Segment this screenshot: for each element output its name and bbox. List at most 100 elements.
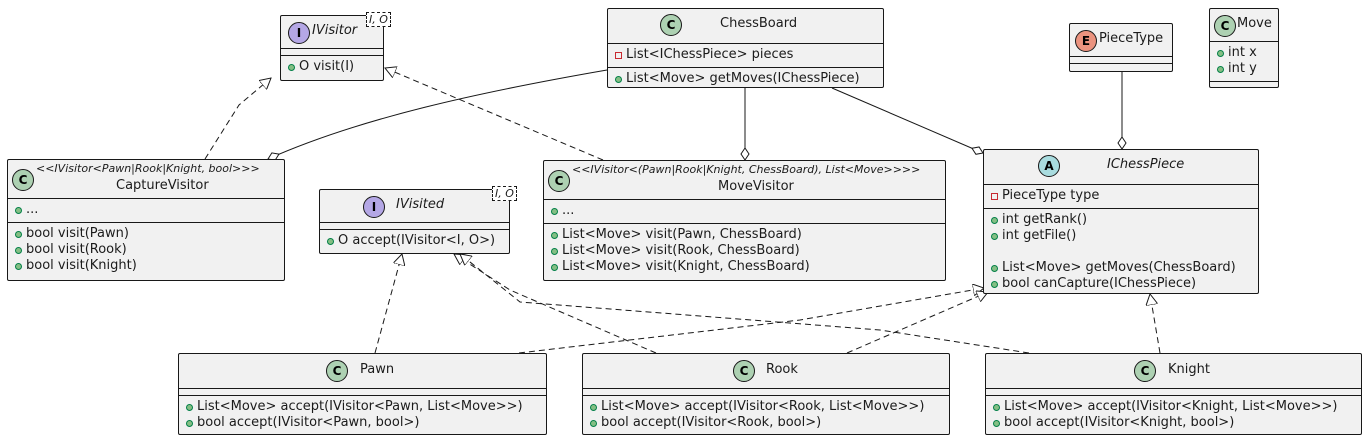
- public-visibility-icon: [551, 264, 558, 271]
- private-visibility-icon: [615, 52, 622, 59]
- spacer-row: [990, 244, 1258, 260]
- public-visibility-icon: [15, 247, 22, 254]
- class-knight: C Knight List<Move> accept(IVisitor<Knig…: [985, 353, 1362, 435]
- method-row: List<Move> visit(Knight, ChessBoard): [550, 259, 945, 275]
- method-row: List<Move> getMoves(ChessBoard): [990, 260, 1258, 276]
- public-visibility-icon: [615, 76, 622, 83]
- class-name: MoveVisitor: [718, 179, 794, 194]
- method-text: List<Move> accept(IVisitor<Pawn, List<Mo…: [197, 399, 523, 414]
- stereotype-label: <<IVisitor<(Pawn|Rook|Knight, ChessBoard…: [572, 163, 921, 176]
- field-text: int y: [1228, 61, 1257, 76]
- type-params: I, O: [492, 186, 517, 201]
- method-compartment: O visit(I): [281, 55, 383, 79]
- method-text: List<Move> getMoves(ChessBoard): [1002, 260, 1236, 275]
- class-name: CaptureVisitor: [116, 178, 209, 193]
- method-compartment: List<Move> accept(IVisitor<Rook, List<Mo…: [583, 395, 949, 435]
- method-row: bool visit(Knight): [14, 258, 284, 274]
- interface-ivisited: I IVisited I, O O accept(IVisitor<I, O>): [319, 186, 517, 254]
- stereotype-label: <<IVisitor<Pawn|Rook|Knight, bool>>>: [36, 162, 260, 175]
- method-compartment: int getRank() int getFile() List<Move> g…: [984, 208, 1258, 296]
- enum-badge-icon: E: [1075, 30, 1097, 52]
- method-compartment: List<Move> accept(IVisitor<Pawn, List<Mo…: [179, 395, 546, 435]
- class-name: PieceType: [1099, 31, 1164, 46]
- edge-rook-ivisited: [454, 254, 657, 354]
- type-params: I, O: [366, 12, 391, 27]
- field-text: int x: [1228, 45, 1257, 60]
- field-compartment: [1070, 56, 1172, 63]
- class-pawn: C Pawn List<Move> accept(IVisitor<Pawn, …: [178, 353, 547, 435]
- method-text: List<Move> visit(Pawn, ChessBoard): [562, 227, 802, 242]
- method-compartment: List<Move> getMoves(IChessPiece): [608, 67, 883, 91]
- abstract-badge-icon: A: [1038, 155, 1060, 177]
- method-text: bool visit(Knight): [26, 258, 137, 273]
- method-row: bool visit(Pawn): [14, 226, 284, 242]
- class-badge-icon: C: [1134, 360, 1156, 382]
- field-row: List<IChessPiece> pieces: [614, 47, 883, 63]
- class-move: C Move int x int y: [1209, 8, 1279, 88]
- class-name: IChessPiece: [1107, 157, 1185, 172]
- private-visibility-icon: [991, 193, 998, 200]
- public-visibility-icon: [991, 233, 998, 240]
- method-text: bool accept(IVisitor<Knight, bool>): [1004, 415, 1235, 430]
- class-name: ChessBoard: [720, 16, 798, 31]
- method-row: List<Move> accept(IVisitor<Pawn, List<Mo…: [185, 399, 546, 415]
- method-text: bool visit(Rook): [26, 242, 127, 257]
- public-visibility-icon: [1217, 50, 1224, 57]
- class-chessboard: C ChessBoard List<IChessPiece> pieces Li…: [607, 8, 884, 88]
- method-row: int getFile(): [990, 228, 1258, 244]
- public-visibility-icon: [991, 217, 998, 224]
- edge-pawn-ichesspiece: [518, 288, 984, 354]
- public-visibility-icon: [991, 281, 998, 288]
- method-compartment: [1210, 81, 1278, 88]
- method-text: bool visit(Pawn): [26, 226, 129, 241]
- field-compartment: int x int y: [1210, 41, 1278, 81]
- field-compartment: List<IChessPiece> pieces: [608, 43, 883, 67]
- class-badge-icon: C: [12, 169, 34, 191]
- public-visibility-icon: [288, 64, 295, 71]
- public-visibility-icon: [551, 208, 558, 215]
- method-row: List<Move> accept(IVisitor<Knight, List<…: [992, 399, 1361, 415]
- method-row: bool visit(Rook): [14, 242, 284, 258]
- edge-knight-ichesspiece: [1150, 294, 1161, 354]
- public-visibility-icon: [15, 231, 22, 238]
- enum-piecetype: E PieceType: [1069, 23, 1173, 72]
- abstract-class-ichesspiece: A IChessPiece PieceType type int getRank…: [983, 149, 1259, 294]
- public-visibility-icon: [993, 404, 1000, 411]
- method-text: bool accept(IVisitor<Pawn, bool>): [197, 415, 420, 430]
- field-compartment: ...: [544, 199, 945, 223]
- field-row: int y: [1216, 61, 1278, 77]
- field-row: PieceType type: [990, 188, 1258, 204]
- public-visibility-icon: [551, 232, 558, 239]
- class-capturevisitor: C <<IVisitor<Pawn|Rook|Knight, bool>>> C…: [7, 159, 285, 281]
- method-row: bool accept(IVisitor<Pawn, bool>): [185, 415, 546, 431]
- field-row: ...: [14, 202, 284, 218]
- field-compartment: [986, 388, 1361, 395]
- class-name: IVisited: [396, 197, 445, 212]
- method-compartment: [1070, 63, 1172, 70]
- field-row: ...: [550, 203, 945, 219]
- method-text: O visit(I): [299, 59, 355, 74]
- method-text: List<Move> accept(IVisitor<Rook, List<Mo…: [601, 399, 925, 414]
- method-text: List<Move> getMoves(IChessPiece): [626, 71, 860, 86]
- class-name: IVisitor: [312, 23, 358, 38]
- method-compartment: List<Move> visit(Pawn, ChessBoard) List<…: [544, 223, 945, 279]
- class-movevisitor: C <<IVisitor<(Pawn|Rook|Knight, ChessBoa…: [543, 160, 946, 281]
- class-badge-icon: C: [326, 360, 348, 382]
- method-text: List<Move> visit(Knight, ChessBoard): [562, 259, 810, 274]
- field-compartment: [320, 222, 509, 229]
- class-badge-icon: C: [660, 14, 682, 36]
- edge-chessboard-ichesspiece: [831, 87, 984, 155]
- field-text: List<IChessPiece> pieces: [626, 47, 794, 62]
- class-name: Rook: [766, 362, 798, 377]
- method-row: bool accept(IVisitor<Rook, bool>): [589, 415, 949, 431]
- class-ivisitor: I IVisitor I, O O visit(I): [280, 12, 391, 81]
- class-badge-icon: C: [733, 360, 755, 382]
- class-badge-icon: C: [548, 170, 570, 192]
- public-visibility-icon: [1217, 66, 1224, 73]
- method-row: List<Move> accept(IVisitor<Rook, List<Mo…: [589, 399, 949, 415]
- method-row: List<Move> visit(Rook, ChessBoard): [550, 243, 945, 259]
- method-row: List<Move> getMoves(IChessPiece): [614, 71, 883, 87]
- method-text: List<Move> visit(Rook, ChessBoard): [562, 243, 800, 258]
